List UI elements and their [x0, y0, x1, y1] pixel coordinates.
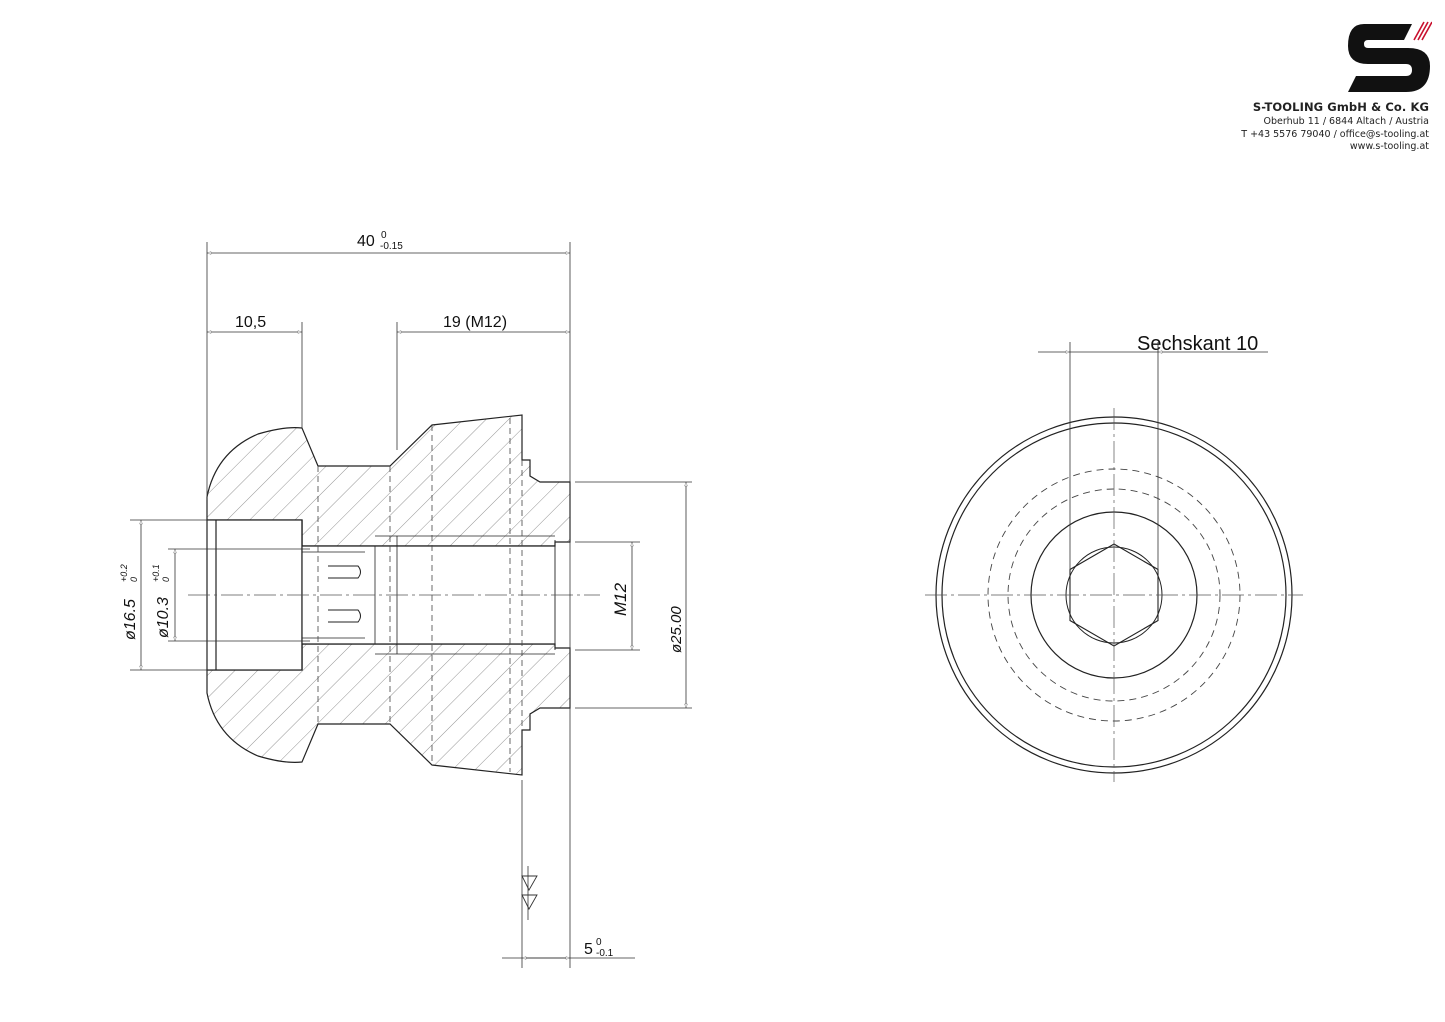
inner-dia-tol-lower: 0 [161, 577, 171, 582]
bore-dia-tol-upper: +0.2 [119, 564, 129, 582]
company-website: www.s-tooling.at [1349, 141, 1429, 152]
outer-dia-label: ø25.00 [668, 606, 685, 653]
thread-label: M12 [611, 582, 630, 616]
dimension-labels: 40 0 -0.15 10,5 19 (M12) ø16.5 +0.2 0 ø1… [119, 230, 1258, 959]
step-length-tol-upper: 0 [596, 937, 602, 948]
hex-label: Sechskant 10 [1137, 333, 1258, 355]
overall-length-label: 40 [357, 233, 375, 250]
step-length-label: 5 [584, 941, 593, 958]
step-length-tol-lower: -0.1 [596, 948, 614, 959]
inner-dia-label: ø10.3 [155, 597, 172, 638]
front-view [925, 342, 1303, 782]
overall-length-tol-lower: -0.15 [380, 241, 403, 252]
inner-dia-tol-upper: +0.1 [151, 564, 161, 582]
lower-body-section [206, 643, 571, 776]
bore-dia-tol-lower: 0 [129, 577, 139, 582]
section-view [188, 414, 600, 776]
thread-length-label: 19 (M12) [443, 314, 507, 331]
company-name: S-TOOLING GmbH & Co. KG [1252, 100, 1429, 114]
head-length-label: 10,5 [235, 314, 266, 331]
company-logo [1346, 20, 1433, 101]
company-info: S-TOOLING GmbH & Co. KG Oberhub 11 / 684… [1241, 100, 1429, 154]
bore-dia-label: ø16.5 [122, 599, 139, 640]
company-address: Oberhub 11 / 6844 Altach / Austria [1263, 116, 1429, 127]
overall-length-tol-upper: 0 [381, 230, 387, 241]
dimensions [130, 242, 692, 968]
company-contact: T +43 5576 79040 / office@s-tooling.at [1241, 128, 1429, 140]
upper-body-section [206, 414, 571, 547]
